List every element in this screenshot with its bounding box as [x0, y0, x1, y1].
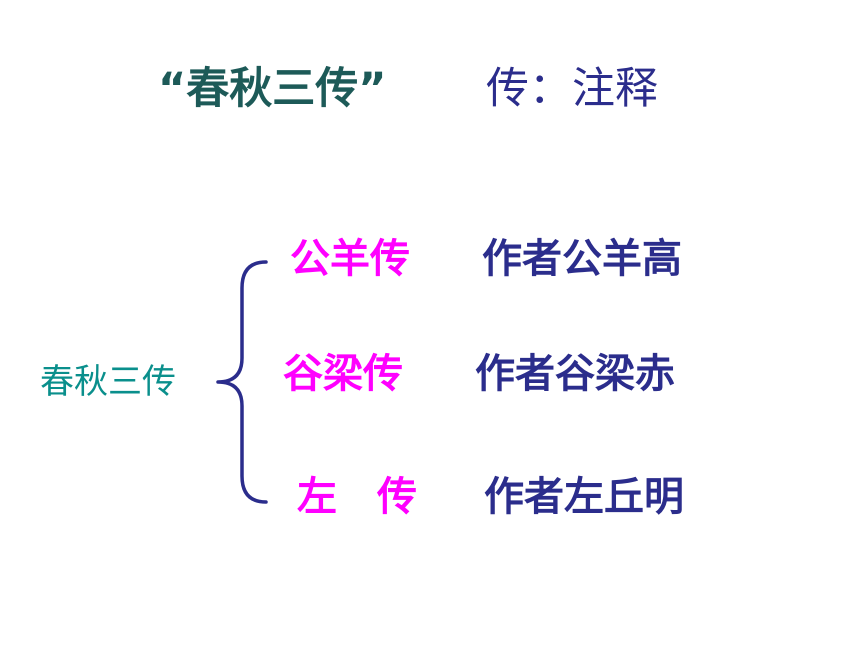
group-label: 春秋三传	[40, 362, 176, 402]
book-title-zuo: 左 传	[297, 474, 417, 520]
author-gongyang: 作者公羊高	[482, 236, 682, 282]
book-title-gongyang: 公羊传	[290, 236, 410, 282]
definition-text: 传：注释	[486, 64, 658, 114]
author-zuo: 作者左丘明	[484, 474, 684, 520]
left-brace-icon	[216, 260, 268, 504]
author-guliang: 作者谷梁赤	[475, 351, 675, 397]
page-title: “春秋三传”	[158, 64, 387, 114]
book-title-guliang: 谷梁传	[283, 351, 403, 397]
